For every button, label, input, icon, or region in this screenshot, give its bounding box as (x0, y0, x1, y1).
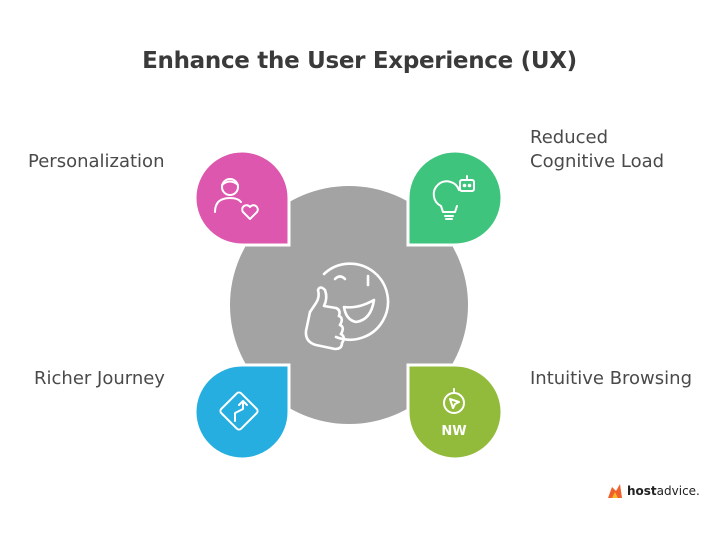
brand-logo: hostadvice. (606, 481, 700, 501)
smiley-thumbs-up-icon (304, 262, 390, 351)
label-richer-journey: Richer Journey (34, 368, 165, 389)
label-personalization: Personalization (28, 151, 165, 172)
label-reduced-line2: Cognitive Load (530, 151, 665, 172)
label-reduced-cognitive-load: Reduced Cognitive Load (530, 126, 664, 174)
compass-label: NW (441, 424, 466, 439)
petal-personalization (193, 149, 291, 247)
road-sign-icon (219, 391, 259, 431)
brand-name: hostadvice. (627, 484, 700, 498)
label-reduced-line1: Reduced (530, 127, 609, 148)
label-intuitive-browsing: Intuitive Browsing (530, 368, 692, 389)
compass-icon (443, 388, 465, 414)
user-heart-icon (214, 178, 259, 220)
lightbulb-robot-icon (432, 175, 475, 220)
petal-richer-journey (193, 363, 291, 461)
page-title: Enhance the User Experience (UX) (142, 48, 577, 74)
petal-reduced-cognitive-load (406, 149, 504, 247)
hostadvice-logo-icon (608, 484, 622, 498)
